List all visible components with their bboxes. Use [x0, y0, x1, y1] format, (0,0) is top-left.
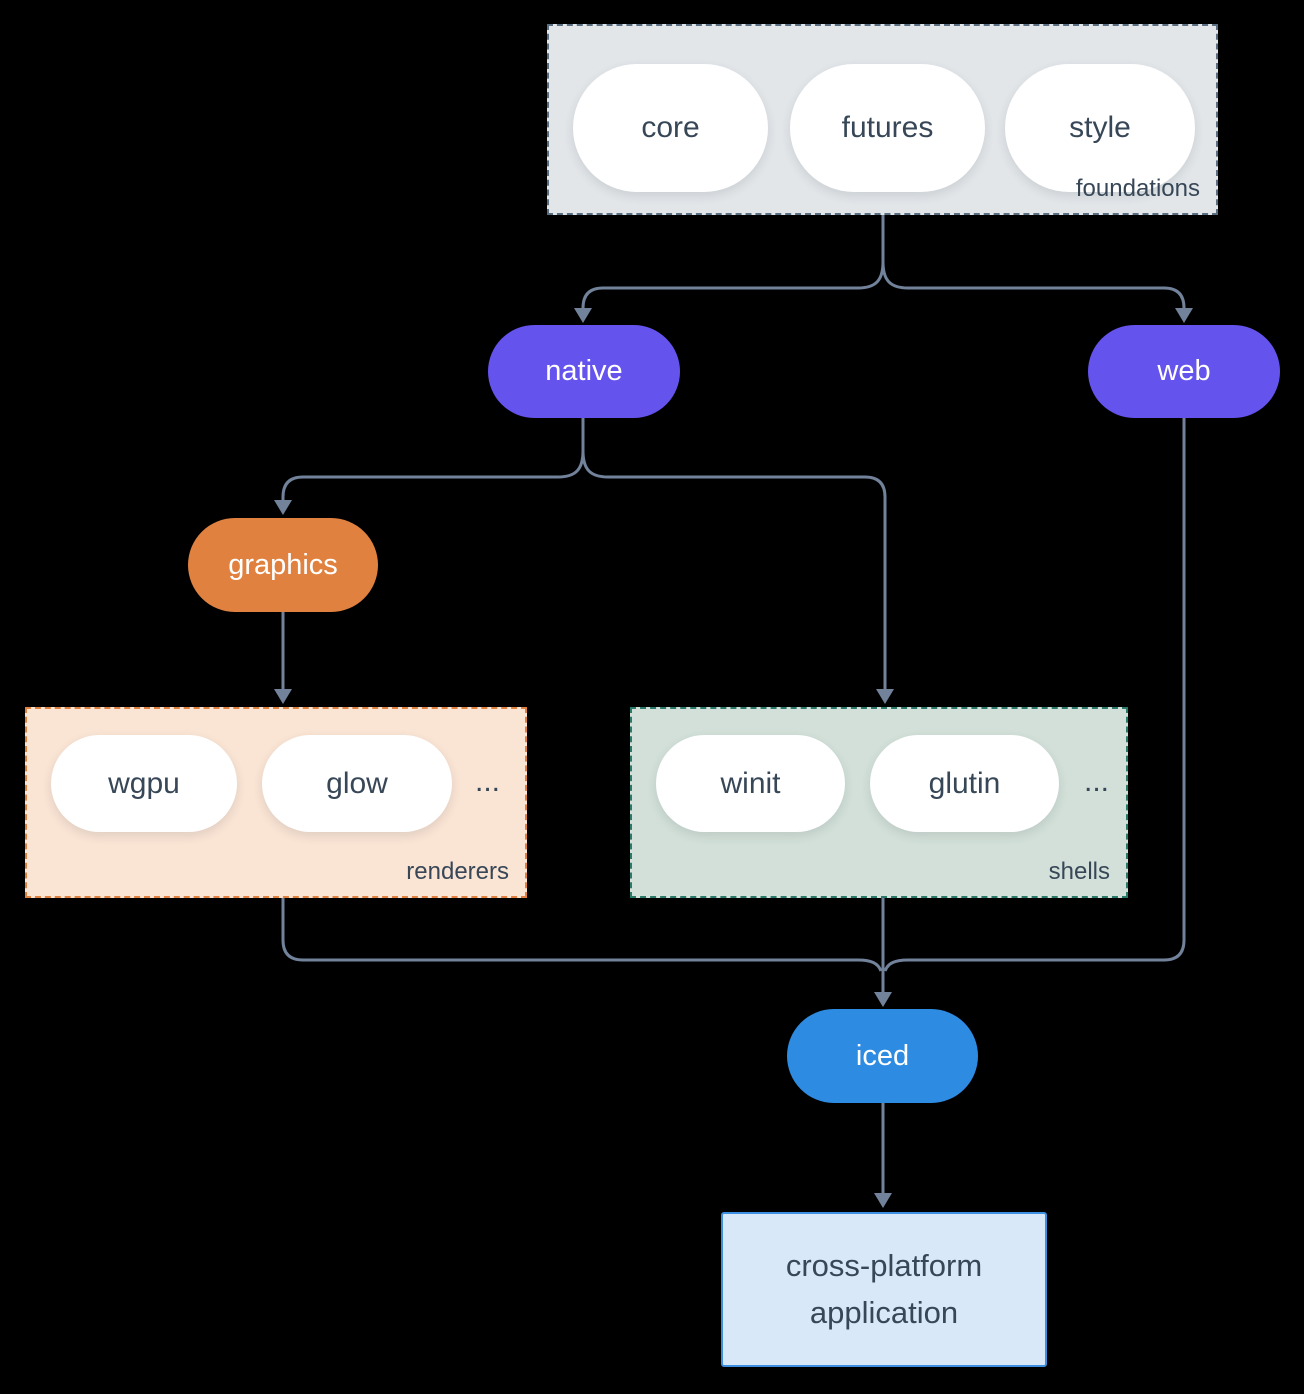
node-iced: iced [787, 1009, 978, 1103]
edge-web-to-merge [883, 418, 1186, 972]
pill-glutin: glutin [870, 735, 1059, 832]
edge-foundations-to-web [881, 261, 1186, 309]
shells-group: winit glutin ... shells [630, 707, 1128, 898]
arrowhead-iced [874, 992, 892, 1007]
pill-winit: winit [656, 735, 845, 832]
shells-label: shells [1048, 858, 1110, 885]
shells-ellipsis: ... [1084, 765, 1110, 798]
node-native: native [488, 325, 680, 418]
renderers-ellipsis: ... [475, 765, 501, 798]
renderers-label: renderers [406, 858, 509, 885]
edge-renderers-to-merge [281, 898, 883, 972]
node-graphics: graphics [188, 518, 378, 612]
arrowhead-renderers [274, 689, 292, 704]
pill-core: core [573, 64, 768, 192]
application-box: cross-platform application [721, 1212, 1047, 1367]
arrowhead-native [574, 308, 592, 323]
pill-style: style [1005, 64, 1195, 192]
arrowhead-shells [876, 689, 894, 704]
pill-glow: glow [262, 735, 452, 832]
renderers-group: wgpu glow ... renderers [25, 707, 527, 898]
edge-native-to-graphics [281, 450, 585, 500]
edge-foundations-to-native [581, 261, 885, 309]
pill-wgpu: wgpu [51, 735, 237, 832]
arrowhead-application [874, 1193, 892, 1208]
node-web: web [1088, 325, 1280, 418]
arrowhead-web [1175, 308, 1193, 323]
edge-native-to-shells [581, 450, 887, 689]
foundations-group: core futures style foundations [547, 24, 1218, 215]
foundations-label: foundations [1075, 175, 1200, 202]
pill-futures: futures [790, 64, 985, 192]
arrowhead-graphics [274, 500, 292, 515]
